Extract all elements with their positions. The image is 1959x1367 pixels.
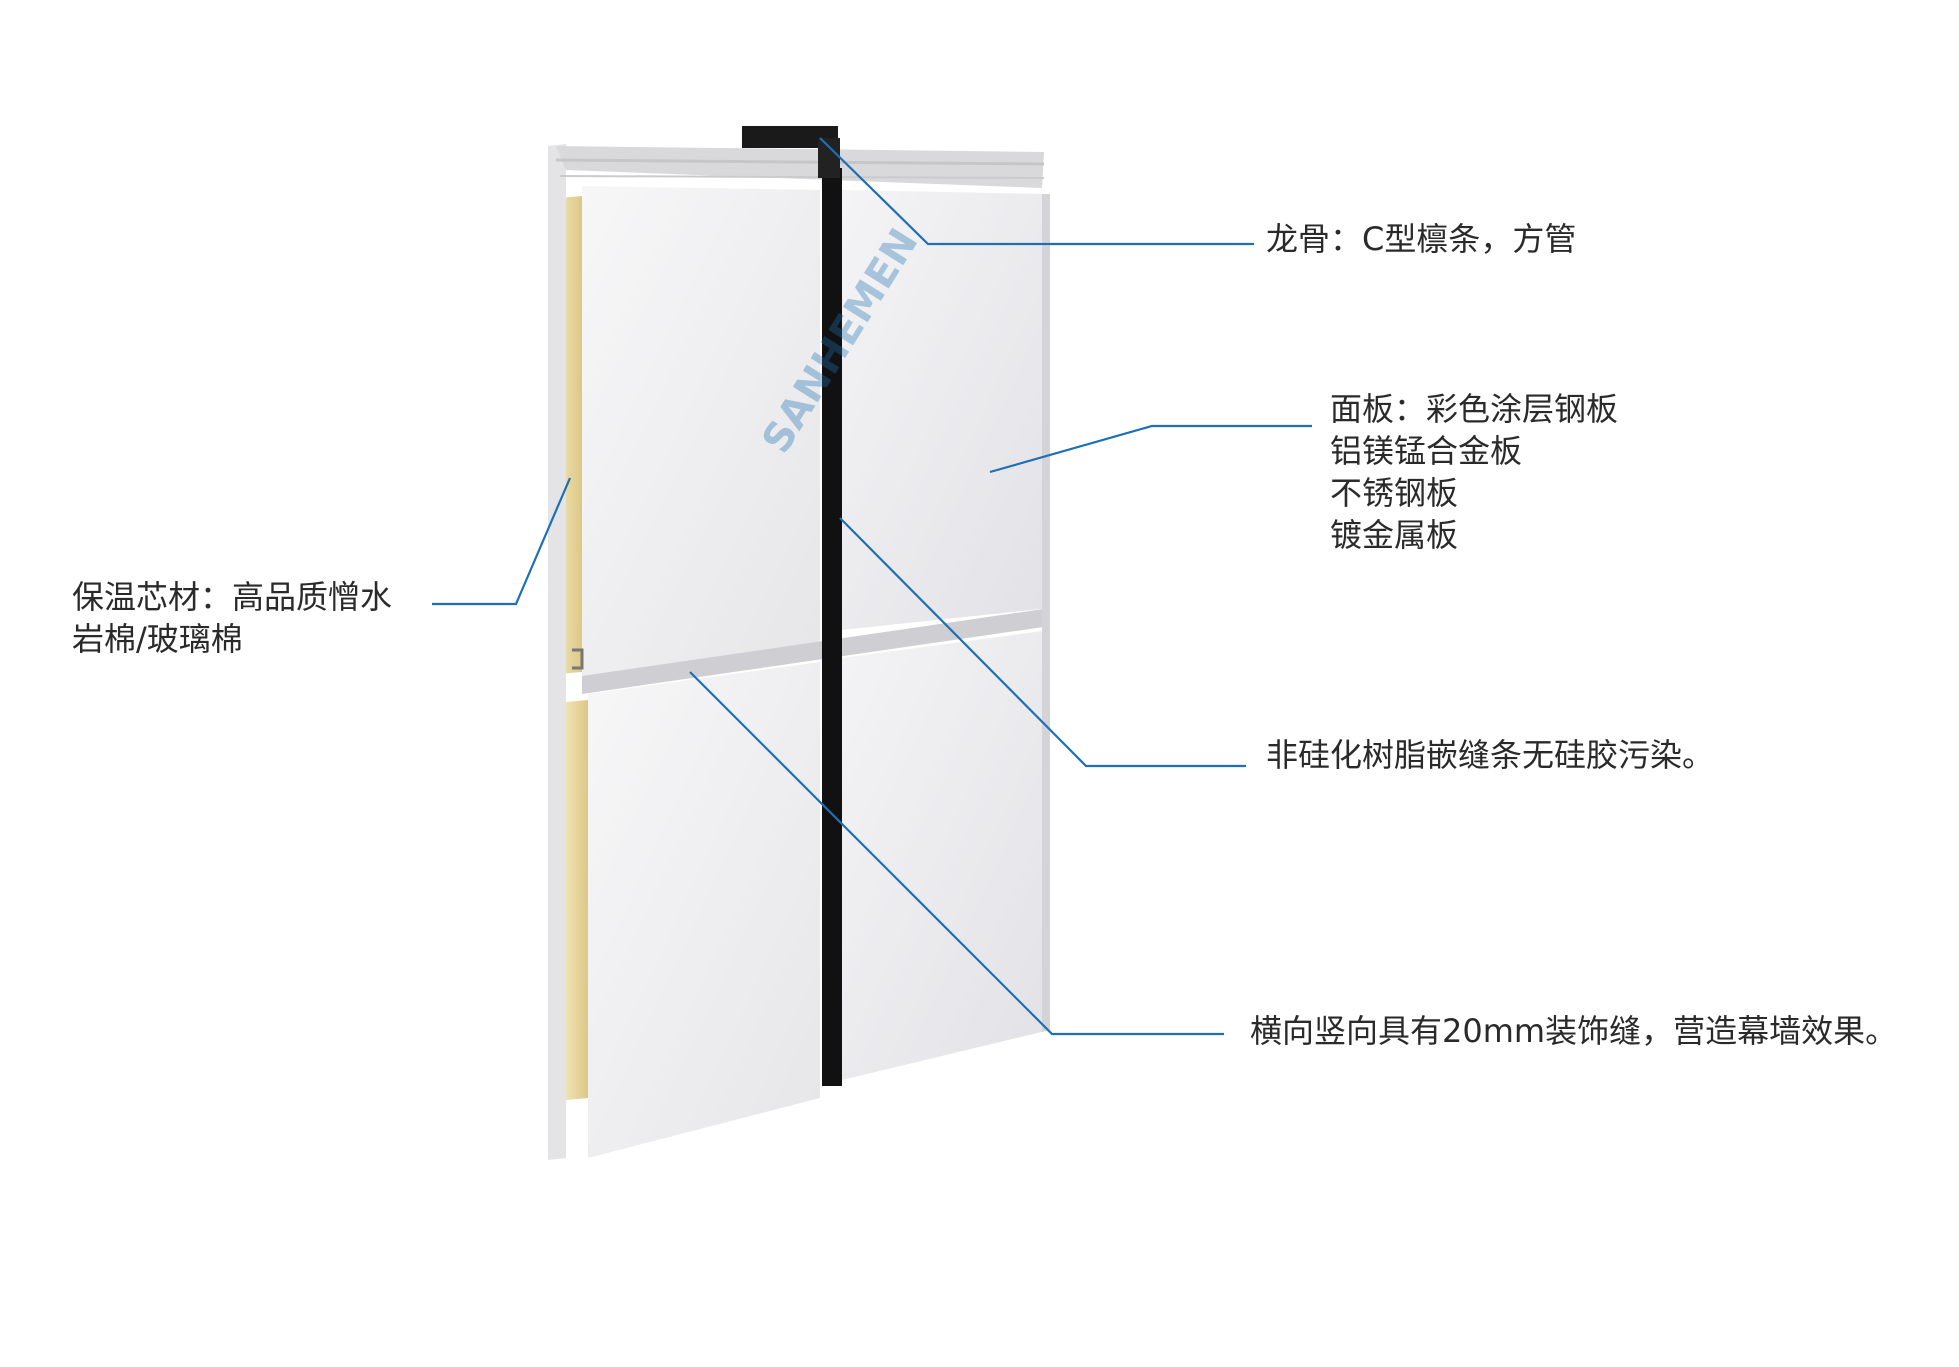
leader-line-seam [689,671,1224,1036]
label-panel-line2: 铝镁锰合金板 [1330,432,1523,470]
panel-side-edge [548,144,566,1160]
label-panel: 面板：彩色涂层钢板 铝镁锰合金板 不锈钢板 镀金属板 [1330,388,1750,556]
horizontal-decorative-seam [582,608,1050,694]
panel-top-rib [556,146,1044,188]
label-panel-line3: 不锈钢板 [1330,474,1459,512]
face-panel-upper-right [842,190,1050,630]
leader-lines [432,137,1312,1036]
label-panel-line1: 面板：彩色涂层钢板 [1330,390,1619,428]
panel-assembly: SANHEMEN [548,126,1050,1160]
face-panel-lower-left [588,662,820,1158]
label-seam: 横向竖向具有20mm装饰缝，营造幕墙效果。 [1250,1012,1898,1050]
leader-line-insulation [432,477,572,606]
keel-purlin [742,126,838,148]
label-insulation: 保温芯材：高品质憎水 岩棉/玻璃棉 [72,576,452,660]
label-insulation-line1: 保温芯材：高品质憎水 [72,578,393,616]
seal-strip [822,168,842,1086]
label-panel-line4: 镀金属板 [1330,516,1459,554]
label-keel: 龙骨：C型檩条，方管 [1266,220,1577,258]
leader-line-panel [989,424,1312,474]
insulation-core-lower [566,700,588,1100]
leader-line-seal [839,517,1246,768]
face-panel-lower-right [842,630,1050,1080]
leader-line-keel [819,137,1254,246]
label-insulation-line2: 岩棉/玻璃棉 [72,620,243,658]
label-seal: 非硅化树脂嵌缝条无硅胶污染。 [1266,736,1715,774]
face-panel-upper-left [582,186,820,676]
